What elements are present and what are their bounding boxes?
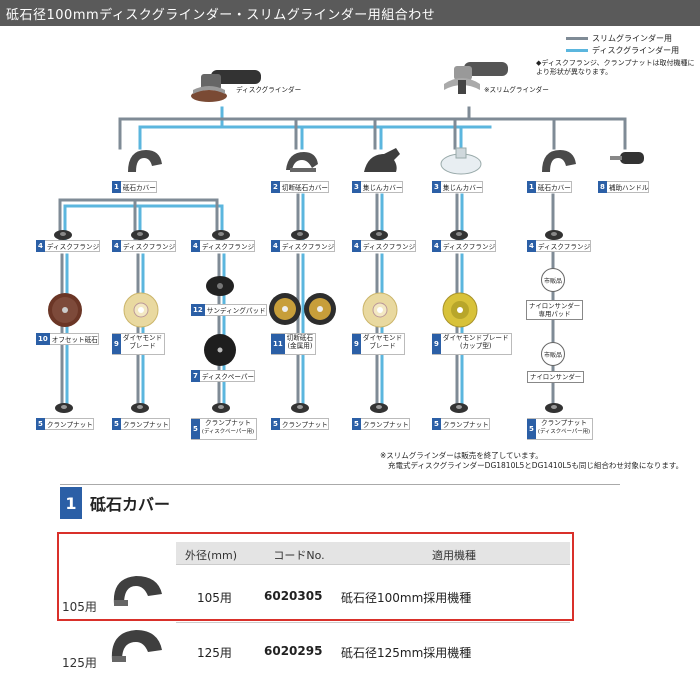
flange-icon [291,230,309,240]
section-divider [60,484,620,520]
page-header: 砥石径100mmディスクグラインダー・スリムグラインダー用組合わせ [0,0,700,26]
clamp-nut-icon [55,403,73,413]
row-label-125: 125用 [62,656,97,670]
table-header [176,542,570,564]
flange-icon [131,230,149,240]
cell-model: 砥石径100mm採用機種 [341,591,472,605]
dust-cover-icon [364,148,400,172]
wheel-cover-icon [128,150,162,172]
section-number: 1 [60,487,82,519]
page-title: 砥石径100mmディスクグラインダー・スリムグラインダー用組合わせ [6,8,436,23]
flange-icon [450,230,468,240]
cell-code: 6020305 [264,589,323,603]
cell-code: 6020295 [264,644,323,658]
cover-125-icon [111,630,162,662]
market-badge: 市販品 [541,268,565,292]
clamp-nut-icon [450,403,468,413]
clamp-nut-icon [131,403,149,413]
legend: スリムグラインダー用 ディスクグラインダー用 [566,32,679,56]
diamond-cup-icon [442,292,478,328]
clamp-nut-icon [545,403,563,413]
disk-paper-icon [204,334,236,366]
sanding-pad-icon [206,276,234,296]
clamp-nut-icon [370,403,388,413]
dust-cover-clear-icon [440,147,482,175]
offset-wheel-icon [48,293,82,327]
cutoff-wheel-icon [269,293,336,325]
cutoff-cover-icon [286,152,318,172]
disk-grinder-icon [191,70,261,102]
flange-icon [370,230,388,240]
slim-grinder-label: ※スリムグラインダー [484,86,549,94]
diamond-blade-icon [362,292,398,328]
diamond-blade-icon [123,292,159,328]
legend-swatch-blue [566,48,588,52]
clamp-nut-icon [291,403,309,413]
col-header-model: 適用機種 [432,549,476,562]
section-title: 砥石カバー [90,495,171,514]
slim-grinder-icon [444,62,508,94]
side-handle-icon [610,152,644,164]
note-flange: ◆ディスクフランジ、クランプナットは取付機種により形状が異なります。 [536,59,695,76]
market-badge-2: 市販品 [541,342,565,366]
cell-size: 125用 [197,646,232,660]
wheel-cover-slim-icon [542,150,576,172]
legend-swatch-gray [566,36,588,40]
cell-model: 砥石径125mm採用機種 [341,646,472,660]
clamp-nut-icon [212,403,230,413]
nylon-sander-box: ナイロンサンダー [527,371,585,383]
legend-item-disk: ディスクグラインダー用 [566,44,679,56]
nylon-pad-box: ナイロンサンダー専用パッド [526,300,584,320]
col-header-code: コードNo. [273,549,325,562]
note-slim: ※スリムグラインダーは販売を終了しています。充電式ディスクグラインダーDG181… [380,451,684,470]
flange-icon [212,230,230,240]
cell-size: 105用 [197,591,232,605]
legend-item-slim: スリムグラインダー用 [566,32,679,44]
col-header-size: 外径(mm) [184,549,237,562]
highlight-box [57,532,574,621]
row-label-105: 105用 [62,600,97,614]
connector-tree [58,106,627,407]
disk-grinder-label: ディスクグラインダー [236,86,302,94]
flange-icon [545,230,563,240]
flange-icon [54,230,72,240]
cover-105-icon [113,576,162,606]
